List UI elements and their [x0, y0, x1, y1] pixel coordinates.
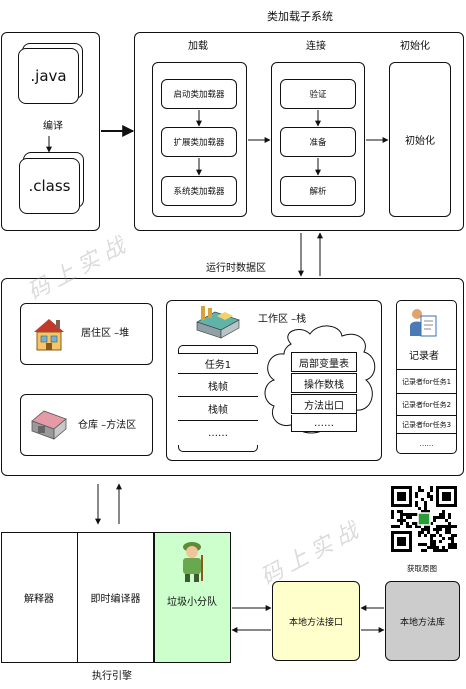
java-label: .java: [30, 67, 67, 85]
class-file-card: .class: [19, 158, 80, 214]
house-icon: [32, 316, 66, 352]
native-library-label: 本地方法库: [399, 617, 445, 628]
runtime-title: 运行时数据区: [206, 263, 266, 274]
stack-frame-cell: 栈帧: [178, 397, 258, 421]
recorder-item: 记录者for任务3: [396, 415, 457, 433]
jit-compiler-cell: 即时编译器: [78, 532, 154, 663]
recorder-item-label: 记录者for任务1: [401, 377, 452, 386]
verify-step: 验证: [280, 79, 356, 109]
compile-label: 编译: [43, 121, 63, 132]
recorder-title: 记录者: [409, 351, 439, 362]
method-exit-cell: 方法出口: [291, 394, 357, 414]
class-label: .class: [28, 177, 71, 195]
stack-title: 工作区 –栈: [258, 314, 307, 325]
prepare-label: 准备: [309, 138, 327, 148]
extension-loader: 扩展类加载器: [161, 127, 237, 157]
verify-label: 验证: [309, 90, 327, 100]
task-ellipsis-label: ……: [208, 427, 228, 439]
task-cell: 任务1: [178, 353, 258, 374]
task-ellipsis-cell: ……: [178, 421, 258, 445]
init-title: 初始化: [400, 41, 430, 52]
frame-ellipsis-label: ……: [314, 417, 334, 429]
qr-caption: 获取原图: [407, 564, 437, 573]
native-library-box: 本地方法库: [385, 581, 460, 661]
worker-icon: [177, 541, 207, 583]
factory-icon: [193, 304, 243, 340]
init-label: 初始化: [405, 136, 435, 147]
recorder-item: 记录者for任务2: [396, 393, 457, 415]
prepare-step: 准备: [280, 127, 356, 157]
resolve-step: 解析: [280, 176, 356, 206]
init-group: 初始化: [389, 62, 451, 217]
system-loader: 系统类加载器: [161, 176, 237, 206]
resolve-label: 解析: [309, 187, 327, 197]
recorder-item-label: ……: [419, 439, 434, 448]
watermark: 码上实战: [256, 515, 368, 591]
loading-title: 加载: [188, 41, 208, 52]
operand-stack-cell: 操作数栈: [291, 373, 357, 393]
qr-code-icon: [391, 486, 457, 552]
clipboard-person-icon: [407, 306, 439, 342]
frame-ellipsis-cell: ……: [291, 415, 357, 432]
extension-loader-label: 扩展类加载器: [173, 138, 225, 148]
garbage-collector-label: 垃圾小分队: [167, 597, 217, 608]
recorder-item-label: 记录者for任务2: [401, 400, 452, 409]
native-interface-label: 本地方法接口: [288, 617, 343, 628]
native-interface-box: 本地方法接口: [272, 581, 360, 661]
local-variables-label: 局部变量表: [299, 358, 349, 370]
execution-engine-label: 执行引擎: [92, 671, 132, 682]
operand-stack-label: 操作数栈: [304, 379, 344, 391]
recorder-item-label: 记录者for任务3: [401, 420, 452, 429]
jit-compiler-label: 即时编译器: [90, 594, 141, 605]
interpreter-cell: 解释器: [1, 532, 78, 663]
recorder-item: 记录者for任务1: [396, 369, 457, 393]
method-area-label: 仓库 –方法区: [78, 420, 137, 431]
system-loader-label: 系统类加载器: [173, 187, 225, 197]
linking-title: 连接: [306, 41, 326, 52]
local-variables-cell: 局部变量表: [291, 352, 357, 372]
task-cell-label: 任务1: [204, 360, 232, 371]
method-exit-label: 方法出口: [304, 400, 344, 412]
java-file-card: .java: [18, 48, 79, 104]
warehouse-icon: [30, 407, 68, 441]
bootstrap-loader: 启动类加载器: [161, 79, 237, 109]
recorder-item: ……: [396, 433, 457, 453]
stack-frame-label: 栈帧: [208, 405, 228, 416]
bootstrap-loader-label: 启动类加载器: [173, 90, 225, 100]
stack-frame-label: 栈帧: [208, 381, 228, 393]
stack-frame-cell: 栈帧: [178, 374, 258, 397]
heap-label: 居住区 –堆: [81, 328, 130, 339]
diagram-title: 类加载子系统: [267, 10, 333, 23]
interpreter-label: 解释器: [24, 594, 54, 605]
